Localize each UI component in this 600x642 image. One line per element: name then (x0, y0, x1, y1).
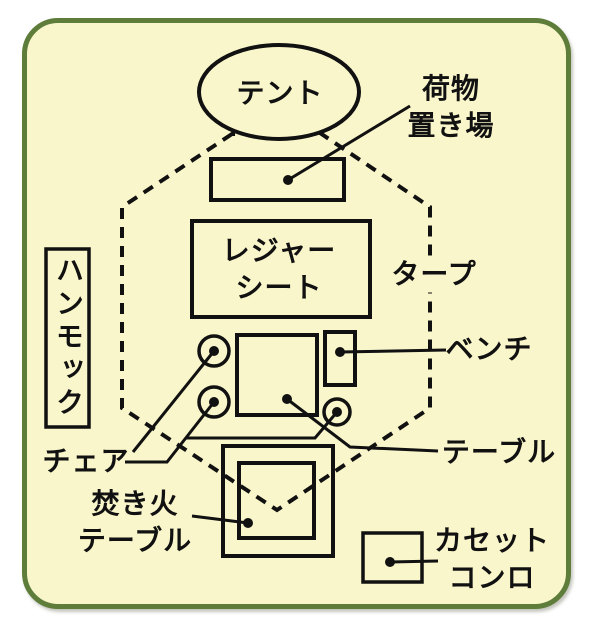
luggage-label: 荷物 置き場 (407, 70, 494, 144)
tarp-label: タープ (388, 255, 480, 293)
chair-label: チェア (42, 444, 130, 478)
luggage-rect (209, 157, 346, 202)
hammock-rect (44, 247, 91, 429)
tent-label: テント (236, 76, 324, 110)
fire-table-outer-rect (221, 444, 335, 558)
bench-rect (323, 330, 357, 387)
chair2-leader-line (125, 401, 216, 464)
stove-leader-line (389, 559, 439, 564)
tarp-dashed-outline (120, 130, 432, 513)
tent-ellipse (197, 43, 361, 141)
chair-circle-1 (197, 334, 231, 368)
leisure-sheet-rect (190, 219, 372, 319)
luggage-label-line1: 荷物 (421, 72, 481, 105)
hammock-label: ハンモック (52, 255, 85, 421)
chair1-leader-line (131, 350, 216, 453)
leisure-sheet-label: レジャー シート (222, 232, 337, 306)
chair2-anchor-dot (209, 397, 219, 407)
table-leader-line (286, 397, 439, 453)
stove-rect (361, 531, 424, 584)
fire-table-label-line1: 焚き火 (91, 487, 179, 520)
chair-circle-2 (197, 385, 231, 419)
leisure-sheet-label-line2: シート (235, 271, 323, 304)
stove-label-line2: コンロ (448, 561, 536, 594)
luggage-anchor-dot (283, 175, 293, 185)
bench-anchor-dot (335, 347, 345, 357)
leisure-sheet-label-line1: レジャー (221, 234, 337, 267)
luggage-label-line2: 置き場 (407, 109, 495, 142)
bench-label: ベンチ (445, 332, 533, 366)
fire-table-label-line2: テーブル (77, 524, 193, 557)
fire-table-anchor-dot (243, 518, 253, 528)
table-rect (235, 333, 319, 417)
stove-label-line1: カセット (433, 524, 551, 557)
fire-table-label: 焚き火 テーブル (78, 485, 192, 559)
chair1-anchor-dot (209, 346, 219, 356)
chair-circle-3 (322, 397, 352, 427)
luggage-leader-line (287, 104, 411, 182)
fire-table-inner-rect (237, 461, 316, 540)
chair3-anchor-dot (332, 407, 342, 417)
table-label: テーブル (441, 435, 557, 469)
stove-anchor-dot (385, 557, 395, 567)
bench-leader-line (339, 348, 447, 354)
table-anchor-dot (282, 394, 292, 404)
stove-label: カセット コンロ (434, 522, 550, 596)
